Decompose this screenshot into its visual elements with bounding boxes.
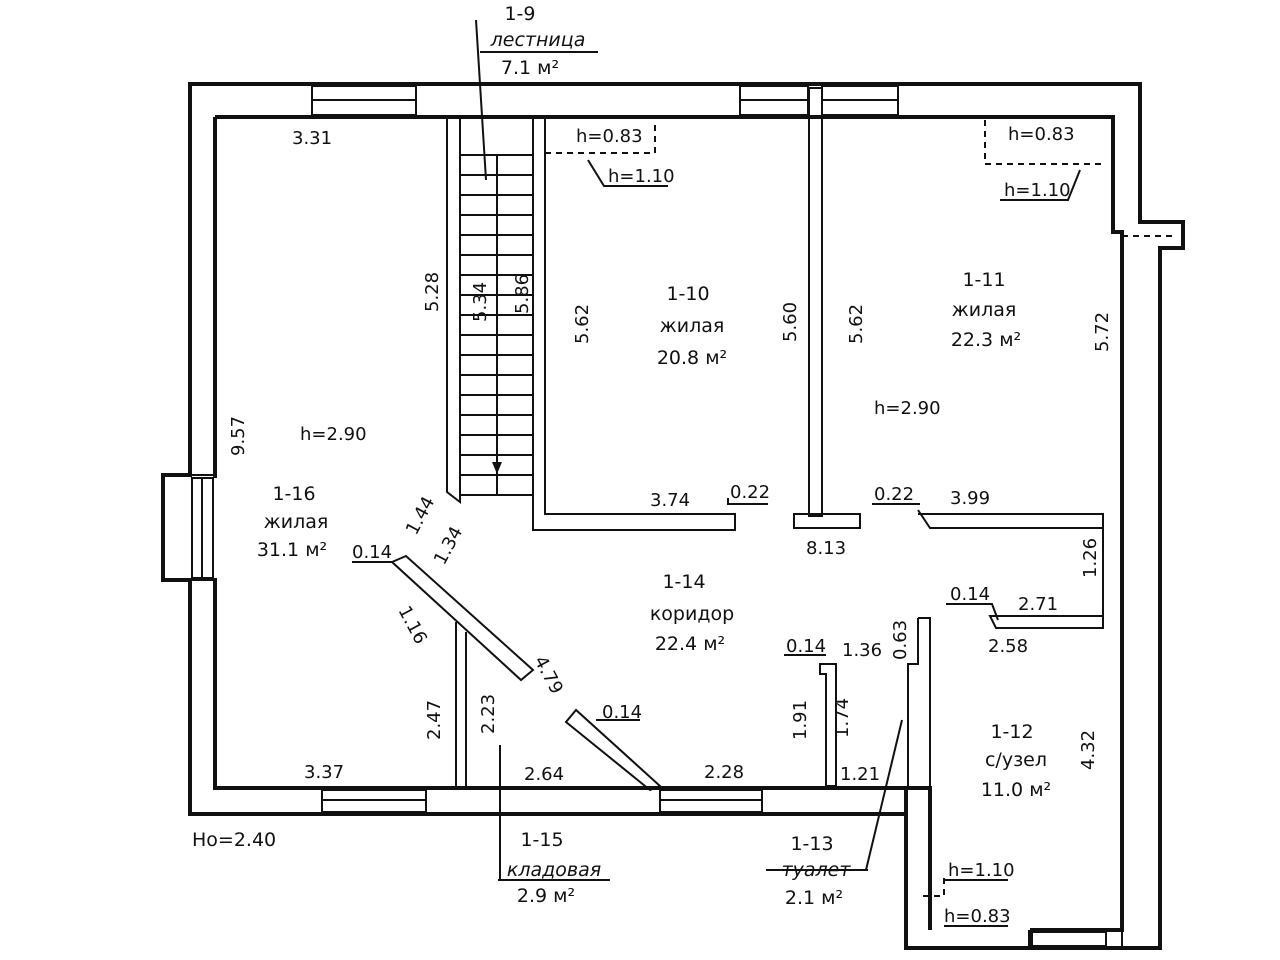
dimension: 3.37 [304,762,344,783]
room-number: 1-11 [962,269,1005,291]
height-label: h=2.90 [300,424,367,445]
room-number: 1-13 [790,833,833,855]
dimension: 1.26 [1080,538,1101,578]
dimension: 9.57 [228,416,249,456]
dimension: 5.62 [572,304,593,344]
dimension: 5.60 [780,302,801,342]
room-area: 20.8 м² [657,347,727,369]
room-name: кладовая [507,859,601,881]
dimension: 1.91 [790,700,811,740]
room-1-11-label: 1-11 жилая 22.3 м² [951,269,1021,351]
room-area: 11.0 м² [981,779,1051,801]
room-area: 7.1 м² [501,57,559,79]
height-label: h=0.83 [576,126,643,147]
dimension: 1.44 [402,493,439,538]
interior-walls [390,84,1104,792]
height-label: h=0.83 [1008,124,1075,145]
annotations-lines [352,19,1105,927]
dimension-labels: 3.31 9.57 5.28 5.34 5.86 5.62 5.60 5.62 … [228,128,1113,785]
room-number: 1-16 [272,483,315,505]
dimension: 1.16 [394,602,431,647]
room-name: жилая [660,315,725,337]
height-label: h=1.10 [948,860,1015,881]
height-labels: h=0.83 h=1.10 h=0.83 h=1.10 h=2.90 h=2.9… [192,124,1075,927]
room-area: 2.1 м² [785,887,843,909]
window-bottom-3 [1031,931,1107,947]
dimension: 1.74 [832,698,853,738]
dimension: 5.62 [846,304,867,344]
dimension: 0.14 [950,584,990,605]
base-height-label: Hо=2.40 [192,829,276,851]
dimension: 8.13 [806,538,846,559]
dimension: 2.47 [424,700,445,740]
exterior-walls [161,82,1185,950]
dimension: 1.21 [840,764,880,785]
dimension: 3.74 [650,490,690,511]
room-name: жилая [952,299,1017,321]
dimension: 2.64 [524,764,564,785]
dimension: 0.14 [602,702,642,723]
dimension: 0.22 [874,484,914,505]
room-number: 1-12 [990,721,1033,743]
dimension: 2.71 [1018,594,1058,615]
dimension: 3.99 [950,488,990,509]
dimension: 4.32 [1078,730,1099,770]
room-area: 22.3 м² [951,329,1021,351]
dimension: 2.58 [988,636,1028,657]
room-1-10-label: 1-10 жилая 20.8 м² [657,283,727,369]
room-number: 1-14 [662,571,705,593]
room-1-14-label: 1-14 коридор 22.4 м² [650,571,734,655]
staircase [459,154,534,496]
dimension: 1.36 [842,640,882,661]
room-number: 1-15 [520,829,563,851]
room-name: с/узел [985,749,1047,771]
height-label: h=2.90 [874,398,941,419]
room-1-12-label: 1-12 с/узел 11.0 м² [981,721,1051,801]
room-name: лестница [490,29,586,51]
room-1-16-label: 1-16 жилая 31.1 м² [257,483,328,561]
dimension: 0.14 [352,542,392,563]
room-name: жилая [264,511,329,533]
room-number: 1-10 [666,283,709,305]
room-name: коридор [650,603,734,625]
room-area: 31.1 м² [257,539,327,561]
room-area: 2.9 м² [517,885,575,907]
room-1-13-label: 1-13 туалет 2.1 м² [782,833,852,909]
dimension: 5.72 [1092,312,1113,352]
room-1-15-label: 1-15 кладовая 2.9 м² [507,829,601,907]
room-name: туалет [782,859,852,881]
height-label: h=0.83 [944,906,1011,927]
dimension: 0.14 [786,636,826,657]
dimension: 2.28 [704,762,744,783]
windows [191,85,1107,947]
dimension: 1.34 [430,523,467,568]
dimension: 5.34 [470,282,491,322]
dimension: 3.31 [292,128,332,149]
dimension: 2.23 [478,694,499,734]
room-area: 22.4 м² [655,633,725,655]
dimension: 0.63 [890,620,911,660]
dimension: 5.86 [512,274,533,314]
room-number: 1-9 [504,3,535,25]
dimension: 4.79 [530,652,567,697]
dimension: 0.22 [730,482,770,503]
room-1-9-label: 1-9 лестница 7.1 м² [490,3,586,79]
height-label: h=1.10 [1004,180,1071,201]
dimension: 5.28 [422,272,443,312]
height-label: h=1.10 [608,166,675,187]
